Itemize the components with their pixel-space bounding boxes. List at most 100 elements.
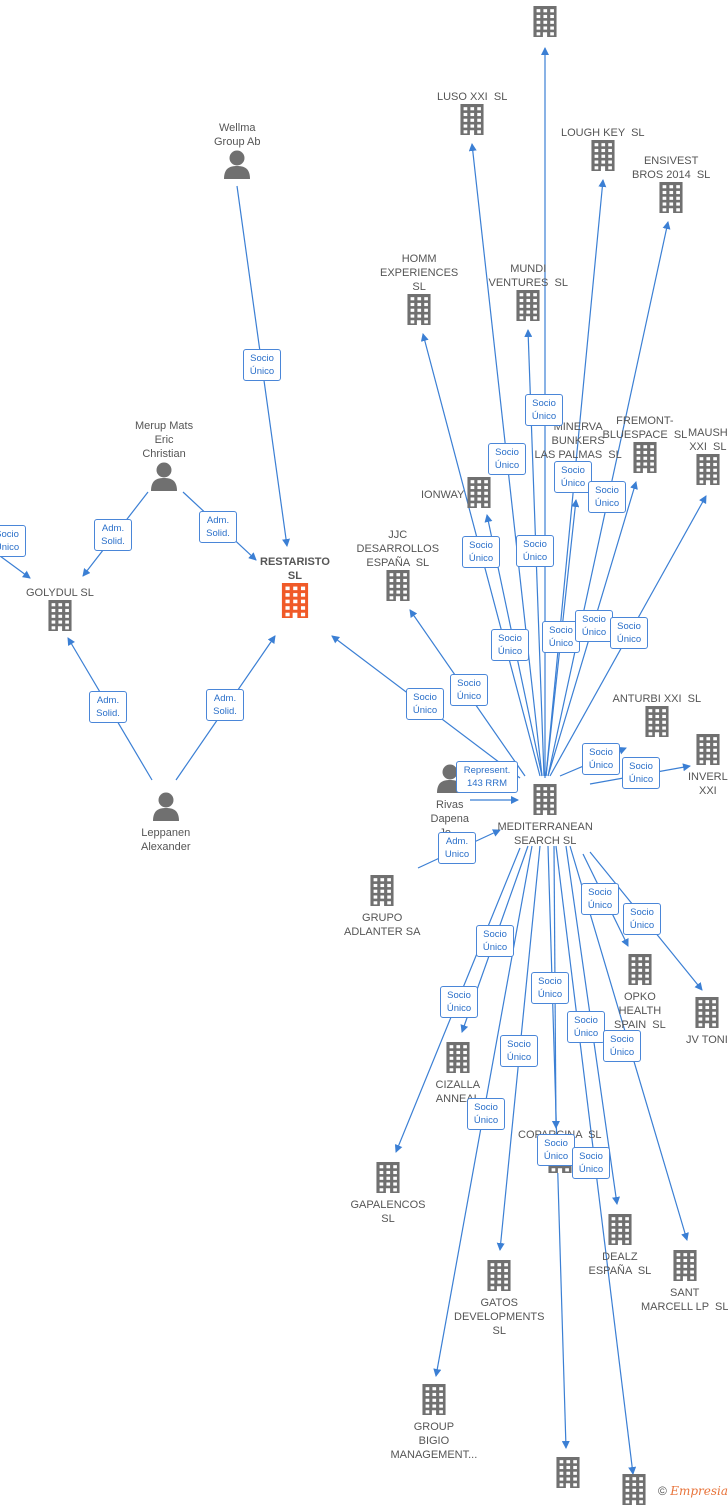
building-icon xyxy=(619,1474,649,1510)
edge-label[interactable]: Socio Único xyxy=(588,481,626,513)
node-ionway[interactable]: IONWAY xyxy=(421,477,494,514)
node-label: OPKO HEALTH SPAIN SL xyxy=(614,990,666,1032)
node-luso[interactable]: LUSO XXI SL xyxy=(437,90,507,141)
copyright-symbol: © xyxy=(658,1484,667,1498)
edge-label[interactable]: Adm. Solid. xyxy=(89,691,127,723)
node-grupo-adlanter[interactable]: GRUPO ADLANTER SA xyxy=(344,875,420,940)
edge-offscreen-to-golydul xyxy=(0,556,30,578)
node-sant[interactable]: SANT MARCELL LP SL xyxy=(641,1250,728,1315)
edge-label[interactable]: Socio Único xyxy=(491,629,529,661)
edge-label[interactable]: Socio Único xyxy=(406,688,444,720)
person-icon xyxy=(222,149,252,184)
node-bigio[interactable]: GROUP BIGIO MANAGEMENT... xyxy=(391,1384,478,1463)
node-merup[interactable]: Merup Mats Eric Christian xyxy=(135,419,193,496)
node-label: FREMONT- BLUESPACE SL xyxy=(603,414,688,442)
edge-label[interactable]: Socio Único xyxy=(500,1035,538,1067)
node-top[interactable] xyxy=(530,6,560,43)
building-icon xyxy=(656,182,686,219)
building-icon xyxy=(692,997,722,1034)
node-label: LOUGH KEY SL xyxy=(561,126,645,140)
node-label: MAUSH XXI SL xyxy=(688,426,728,454)
node-label: Wellma Group Ab xyxy=(214,121,260,149)
building-icon xyxy=(693,734,723,771)
node-cizalla[interactable]: CIZALLA ANNEAL xyxy=(436,1042,481,1107)
node-label: GATOS DEVELOPMENTS SL xyxy=(454,1296,544,1338)
edge-label[interactable]: Represent. 143 RRM xyxy=(456,761,518,793)
edge-label[interactable]: Socio Único xyxy=(575,610,613,642)
node-bottom2[interactable] xyxy=(619,1474,649,1510)
node-fremont[interactable]: FREMONT- BLUESPACE SL xyxy=(603,414,688,479)
building-icon xyxy=(383,570,413,607)
edge-label[interactable]: Socio Único xyxy=(603,1030,641,1062)
node-ensivest[interactable]: ENSIVEST BROS 2014 SL xyxy=(632,154,710,219)
node-opko[interactable]: OPKO HEALTH SPAIN SL xyxy=(614,954,666,1033)
edge-label[interactable]: Socio Único xyxy=(516,535,554,567)
node-label: SANT MARCELL LP SL xyxy=(641,1286,728,1314)
node-gapalencos[interactable]: GAPALENCOS SL xyxy=(351,1162,426,1227)
edge-label[interactable]: Socio Único xyxy=(243,349,281,381)
node-inverl[interactable]: INVERL XXI xyxy=(688,734,728,799)
edge-label[interactable]: Socio Único xyxy=(462,536,500,568)
node-maush[interactable]: MAUSH XXI SL xyxy=(688,426,728,491)
edge-label[interactable]: Socio Único xyxy=(525,394,563,426)
building-icon xyxy=(457,104,487,141)
edge-label[interactable]: Socio Único xyxy=(488,443,526,475)
building-icon xyxy=(404,294,434,331)
edge-label[interactable]: Socio Único xyxy=(476,925,514,957)
edge-label[interactable]: Socio Único xyxy=(467,1098,505,1130)
node-label: GOLYDUL SL xyxy=(26,586,94,600)
edge-label[interactable]: Socio Único xyxy=(537,1134,575,1166)
edge-label[interactable]: Socio Único xyxy=(450,674,488,706)
node-mediterranean[interactable]: MEDITERRANEAN SEARCH SL xyxy=(498,784,593,849)
edge-label[interactable]: Socio Único xyxy=(610,617,648,649)
edge-label[interactable]: Socio Único xyxy=(572,1147,610,1179)
node-label: GROUP BIGIO MANAGEMENT... xyxy=(391,1420,478,1462)
building-icon xyxy=(45,600,75,637)
building-icon xyxy=(419,1384,449,1421)
node-wellma[interactable]: Wellma Group Ab xyxy=(214,121,260,184)
edge-label[interactable]: Socio Único xyxy=(623,903,661,935)
node-mundi[interactable]: MUNDI VENTURES SL xyxy=(489,262,568,327)
building-icon xyxy=(530,784,560,821)
building-icon xyxy=(373,1162,403,1199)
node-label: Merup Mats Eric Christian xyxy=(135,419,193,461)
node-label: Leppanen Alexander xyxy=(141,826,191,854)
building-icon xyxy=(443,1042,473,1079)
edge-label[interactable]: Adm. Solid. xyxy=(94,519,132,551)
edge-label[interactable]: Adm. Solid. xyxy=(206,689,244,721)
edge-label[interactable]: Socio Único xyxy=(582,743,620,775)
person-icon xyxy=(149,461,179,496)
node-golydul[interactable]: GOLYDUL SL xyxy=(26,586,94,637)
edge-label[interactable]: Socio Único xyxy=(554,461,592,493)
building-icon xyxy=(588,140,618,177)
edge-label[interactable]: Socio Único xyxy=(0,525,26,557)
node-label: LUSO XXI SL xyxy=(437,90,507,104)
node-label: INVERL XXI xyxy=(688,770,728,798)
node-label: HOMM EXPERIENCES SL xyxy=(380,252,458,294)
node-jjc[interactable]: JJC DESARROLLOS ESPAÑA SL xyxy=(357,528,440,607)
node-jvtoni[interactable]: JV TONI xyxy=(686,997,728,1048)
empresia-logo: Empresia xyxy=(670,1484,728,1498)
node-gatos[interactable]: GATOS DEVELOPMENTS SL xyxy=(454,1260,544,1339)
edge-label[interactable]: Socio Único xyxy=(622,757,660,789)
node-label: GRUPO ADLANTER SA xyxy=(344,911,420,939)
building-icon xyxy=(464,477,494,514)
node-leppanen[interactable]: Leppanen Alexander xyxy=(141,791,191,854)
node-label: MUNDI VENTURES SL xyxy=(489,262,568,290)
node-restaristo[interactable]: RESTARISTO SL xyxy=(260,555,330,624)
edge-label[interactable]: Socio Único xyxy=(440,986,478,1018)
building-icon xyxy=(513,290,543,327)
node-label: JV TONI xyxy=(686,1033,728,1047)
edge-label[interactable]: Socio Único xyxy=(567,1011,605,1043)
node-label: MEDITERRANEAN SEARCH SL xyxy=(498,820,593,848)
building-icon xyxy=(693,454,723,491)
edge-label[interactable]: Socio Único xyxy=(531,972,569,1004)
building-icon xyxy=(625,954,655,991)
node-bottom1[interactable] xyxy=(553,1457,583,1494)
building-icon xyxy=(530,6,560,43)
edge-label[interactable]: Socio Único xyxy=(581,883,619,915)
building-icon xyxy=(484,1260,514,1297)
edge-label[interactable]: Adm. Unico xyxy=(438,832,476,864)
edge-label[interactable]: Adm. Solid. xyxy=(199,511,237,543)
node-homm[interactable]: HOMM EXPERIENCES SL xyxy=(380,252,458,331)
